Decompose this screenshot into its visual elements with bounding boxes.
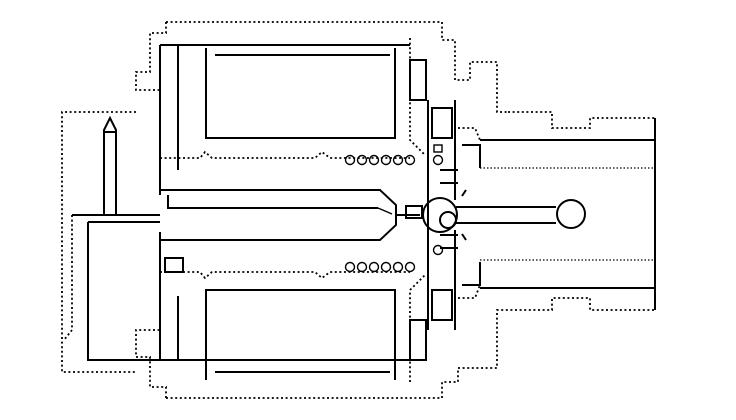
connector-pin — [103, 115, 117, 215]
ball-end — [556, 199, 586, 229]
outlet-body — [462, 139, 655, 289]
inner-frame — [159, 44, 410, 361]
return-spring-lower — [344, 244, 444, 273]
upper-coil — [160, 38, 427, 159]
valve-seat — [405, 100, 481, 330]
connector-body — [61, 111, 160, 373]
lower-coil — [160, 271, 427, 382]
ball-valve — [422, 197, 458, 233]
outer-housing — [135, 21, 656, 399]
outlet-passage — [456, 189, 556, 241]
plunger — [160, 189, 420, 241]
return-spring-upper — [344, 144, 444, 166]
